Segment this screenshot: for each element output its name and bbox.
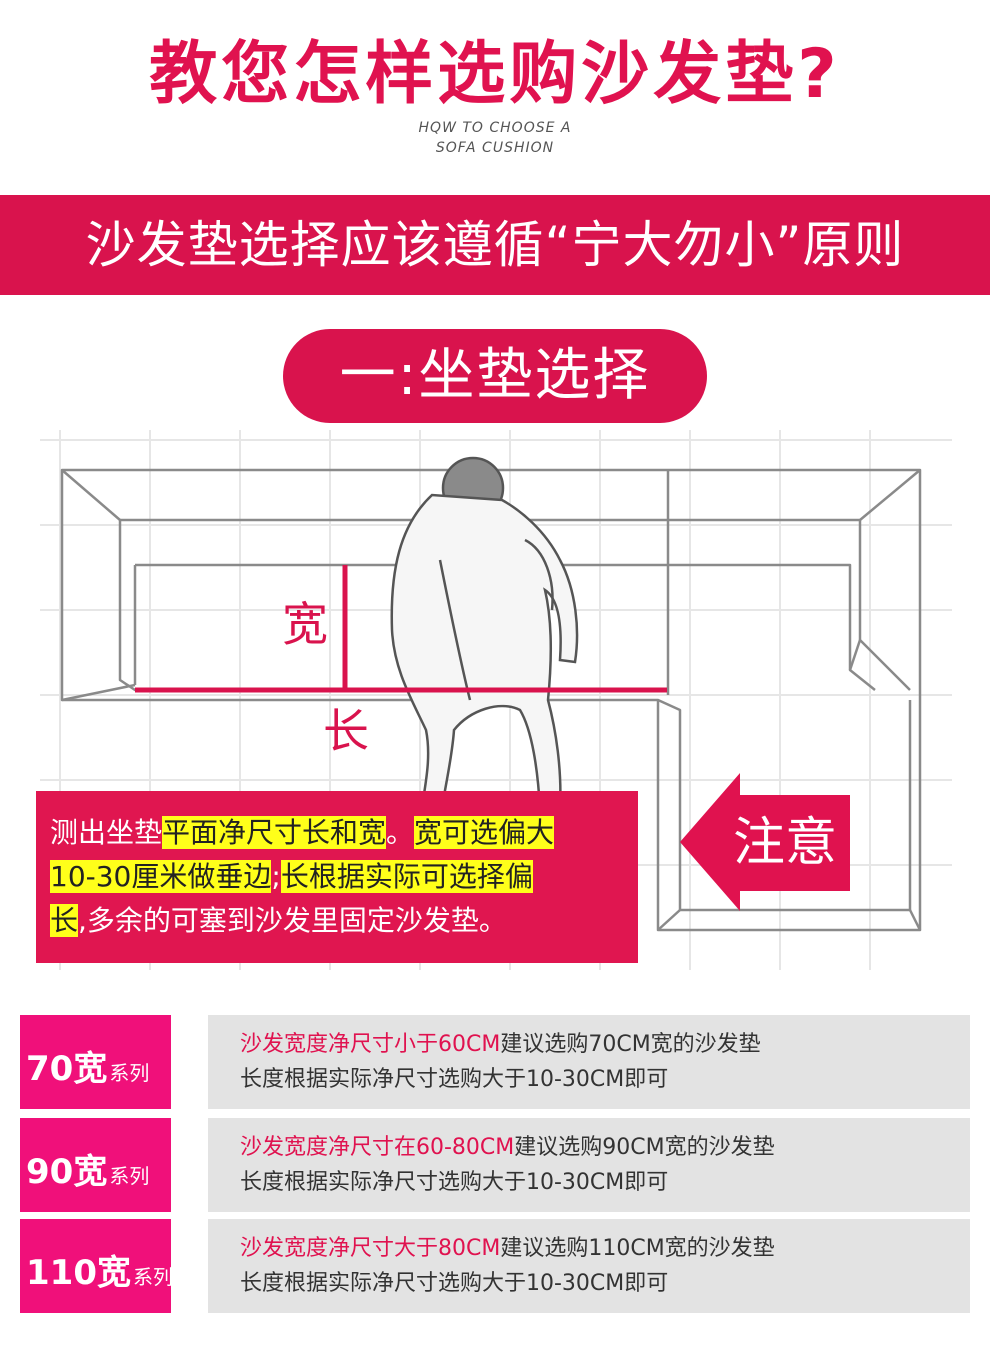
series-line-1: 沙发宽度净尺寸在60-80CM建议选购90CM宽的沙发垫 [240,1130,970,1165]
subtitle-line-2: SOFA CUSHION [435,140,555,156]
series-line-2: 长度根据实际净尺寸选购大于10-30CM即可 [240,1271,669,1296]
note-line-1: 测出坐垫平面净尺寸长和宽。宽可选偏大 [50,811,638,855]
note-highlight: 长 [50,904,79,937]
note-text: ,多余的可塞到沙发里固定沙发垫。 [78,904,507,937]
subtitle-line-1: HQW TO CHOOSE A [418,120,572,136]
attention-label: 注意 [732,813,837,873]
series-row-70: 70宽系列 沙发宽度净尺寸小于60CM建议选购70CM宽的沙发垫 长度根据实际净… [20,1015,970,1109]
series-description: 沙发宽度净尺寸小于60CM建议选购70CM宽的沙发垫 长度根据实际净尺寸选购大于… [208,1015,970,1109]
series-tag: 90宽系列 [20,1118,171,1212]
measure-lines [135,565,667,693]
series-condition: 沙发宽度净尺寸大于80CM [240,1236,501,1261]
length-label: 长 [323,704,369,758]
series-condition: 沙发宽度净尺寸在60-80CM [240,1135,515,1160]
series-tag-suffix: 系列 [109,1164,150,1188]
series-tag: 70宽系列 [20,1015,171,1109]
note-highlight: 长根据实际可选择偏 [280,860,533,893]
series-recommendation: 建议选购90CM宽的沙发垫 [514,1135,775,1160]
note-text: 测出坐垫 [50,816,163,849]
principle-banner: 沙发垫选择应该遵循“宁大勿小”原则 [0,195,990,295]
note-text: ; [271,860,281,893]
measurement-note: 测出坐垫平面净尺寸长和宽。宽可选偏大 10-30厘米做垂边;长根据实际可选择偏 … [36,791,638,963]
series-line-2: 长度根据实际净尺寸选购大于10-30CM即可 [240,1170,669,1195]
page-title: 教您怎样选购沙发垫? [149,35,841,114]
series-line-2: 长度根据实际净尺寸选购大于10-30CM即可 [240,1067,669,1092]
series-description: 沙发宽度净尺寸大于80CM建议选购110CM宽的沙发垫 长度根据实际净尺寸选购大… [208,1219,970,1313]
series-condition: 沙发宽度净尺寸小于60CM [240,1032,501,1057]
series-tag-suffix: 系列 [132,1265,173,1289]
series-tag: 110宽系列 [20,1219,173,1313]
series-line-1: 沙发宽度净尺寸小于60CM建议选购70CM宽的沙发垫 [240,1027,970,1062]
series-tag-suffix: 系列 [109,1061,150,1085]
series-description: 沙发宽度净尺寸在60-80CM建议选购90CM宽的沙发垫 长度根据实际净尺寸选购… [208,1118,970,1212]
note-highlight: 10-30厘米做垂边 [50,860,272,893]
person-figure [390,456,579,824]
series-tag-width: 90宽 [26,1152,108,1192]
series-line-1: 沙发宽度净尺寸大于80CM建议选购110CM宽的沙发垫 [240,1231,970,1266]
series-recommendation: 建议选购110CM宽的沙发垫 [500,1236,775,1261]
series-row-110: 110宽系列 沙发宽度净尺寸大于80CM建议选购110CM宽的沙发垫 长度根据实… [20,1219,970,1313]
width-label: 宽 [282,597,328,651]
series-row-90: 90宽系列 沙发宽度净尺寸在60-80CM建议选购90CM宽的沙发垫 长度根据实… [20,1118,970,1212]
series-recommendation: 建议选购70CM宽的沙发垫 [500,1032,761,1057]
series-tag-width: 110宽 [26,1253,131,1293]
note-highlight: 宽可选偏大 [414,816,555,849]
series-tag-width: 70宽 [26,1049,108,1089]
note-text: 。 [386,816,415,849]
note-line-2: 10-30厘米做垂边;长根据实际可选择偏 [50,855,638,899]
note-line-3: 长,多余的可塞到沙发里固定沙发垫。 [50,899,638,943]
note-highlight: 平面净尺寸长和宽 [162,816,387,849]
section-title-pill: 一:坐垫选择 [283,329,707,423]
page-subtitle: HQW TO CHOOSE A SOFA CUSHION [0,118,990,158]
attention-arrow-icon [680,773,850,911]
